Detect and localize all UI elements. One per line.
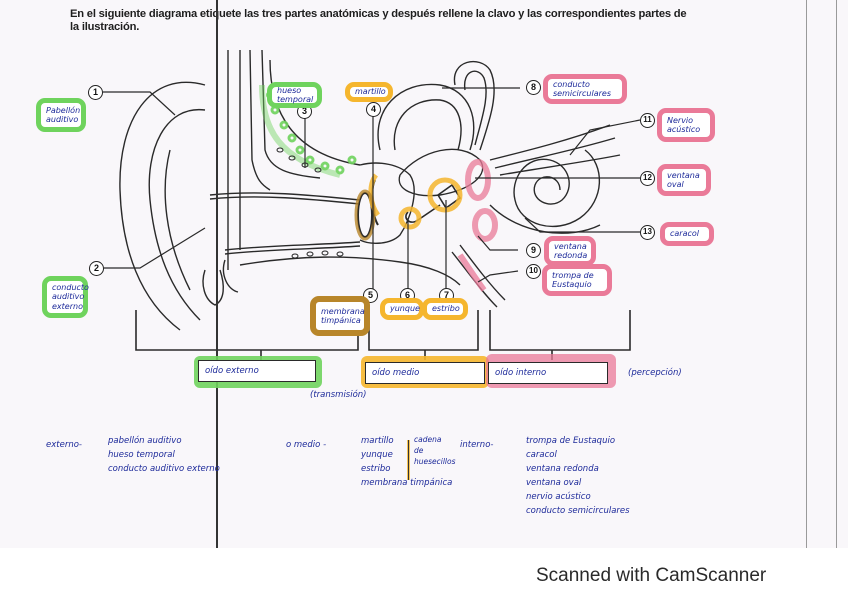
notes-internal-list: trompa de Eustaquio caracol ventana redo… — [526, 434, 630, 518]
note-item: ventana oval — [526, 478, 582, 488]
marker-12: 12 — [640, 171, 655, 186]
camscanner-watermark: Scanned with CamScanner — [536, 565, 767, 586]
notes-middle-title: o medio - — [286, 440, 327, 450]
pinna-inner — [148, 109, 206, 321]
ear-diagram — [103, 49, 641, 362]
note-item: hueso temporal — [108, 450, 175, 460]
note-item: estribo — [361, 464, 391, 474]
marker-10: 10 — [526, 264, 541, 279]
label-oval-window: ventana oval — [657, 164, 711, 196]
inner-ear-note: (percepción) — [628, 368, 682, 378]
notes-internal-title: interno- — [460, 440, 494, 450]
leader-lines — [103, 87, 641, 290]
page-edge-line — [836, 0, 837, 548]
temporal-bone-highlight — [259, 84, 357, 178]
note-item: membrana timpánica — [361, 478, 453, 488]
tympanic-membrane — [357, 192, 373, 238]
marker-8: 8 — [526, 80, 541, 95]
fold-line — [216, 0, 218, 548]
marker-2: 2 — [89, 261, 104, 276]
label-semicircular-canals: conducto semicirculares — [543, 74, 627, 104]
label-external-canal: conducto auditivo externo — [42, 276, 89, 318]
note-item: cadena — [414, 435, 442, 444]
notes-middle-list: martillo yunque estribo membrana timpáni… — [361, 434, 452, 490]
note-item: ventana redonda — [526, 464, 599, 474]
marker-9: 9 — [526, 243, 541, 258]
label-malleus: martillo — [345, 82, 393, 102]
notes-external-list: pabellón auditivo hueso temporal conduct… — [108, 434, 220, 476]
note-item: trompa de Eustaquio — [526, 436, 616, 446]
note-item: pabellón auditivo — [108, 436, 182, 446]
note-item: conducto auditivo externo — [108, 464, 220, 474]
ossicle-highlight — [368, 173, 463, 230]
eustachian-tube — [459, 244, 506, 301]
semicircular-canal — [377, 83, 475, 151]
pinna-outline — [119, 81, 206, 331]
marker-1: 1 — [88, 85, 103, 100]
label-eustachian-tube: trompa de Eustaquio — [542, 264, 612, 296]
label-round-window: ventana redonda — [544, 236, 596, 266]
section-inner-ear: oído interno — [488, 362, 608, 384]
bone-speckles — [276, 147, 344, 259]
marker-13: 13 — [640, 225, 655, 240]
tympanic-highlight — [354, 189, 376, 241]
note-item: huesecillos — [414, 457, 456, 466]
inner-ear-highlight — [457, 159, 498, 292]
label-acoustic-nerve: Nervio acústico — [657, 108, 715, 142]
section-middle-ear: oído medio — [365, 362, 485, 384]
marker-4: 4 — [366, 102, 381, 117]
scanned-page: En el siguiente diagrama etiquete las tr… — [36, 0, 837, 548]
instructions-text: En el siguiente diagrama etiquete las tr… — [70, 8, 687, 33]
note-item: conducto semicirculares — [526, 506, 630, 516]
label-cochlea: caracol — [660, 222, 714, 246]
section-outer-ear: oído externo — [198, 360, 316, 382]
notes-external-title: externo- — [46, 440, 82, 450]
marker-11: 11 — [640, 113, 655, 128]
notes-middle-bracket: cadena de huesecillos — [414, 434, 456, 467]
note-item: nervio acústico — [526, 492, 591, 502]
label-temporal-bone: hueso temporal — [267, 82, 322, 108]
note-item: caracol — [526, 450, 557, 460]
acoustic-nerve — [489, 124, 611, 161]
page-edge-line — [806, 0, 807, 548]
label-pinna: Pabellón auditivo — [36, 98, 86, 132]
note-item: yunque — [361, 450, 393, 460]
label-incus: yunque — [380, 298, 424, 320]
note-item: de — [414, 446, 424, 455]
middle-ear-note: (transmisión) — [310, 390, 367, 400]
label-tympanic-membrane: membrana timpánica — [310, 296, 370, 336]
bracket-line — [408, 440, 410, 480]
note-item: martillo — [361, 436, 394, 446]
ear-canal-top — [209, 192, 361, 201]
label-stapes: estribo — [422, 298, 468, 320]
cochlea-spiral — [513, 149, 601, 228]
